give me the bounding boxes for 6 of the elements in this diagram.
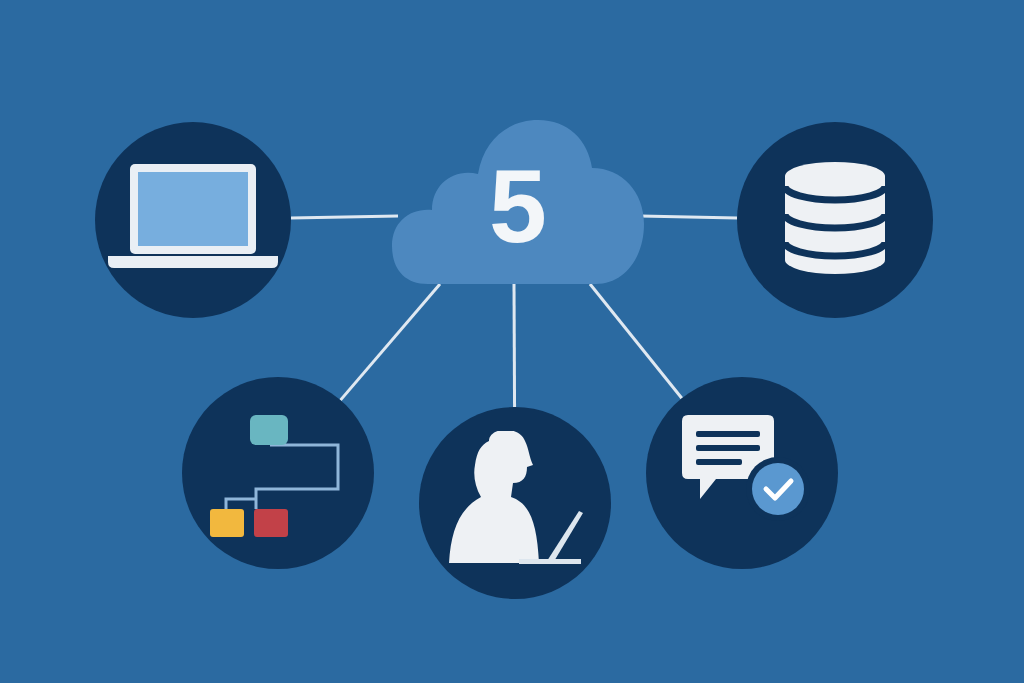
connector-line [512,284,517,407]
cloud-shape [392,118,644,286]
cloud-number: 5 [489,154,547,259]
connector-line [588,283,683,400]
connector-line [290,214,399,220]
connector-line [339,283,442,402]
